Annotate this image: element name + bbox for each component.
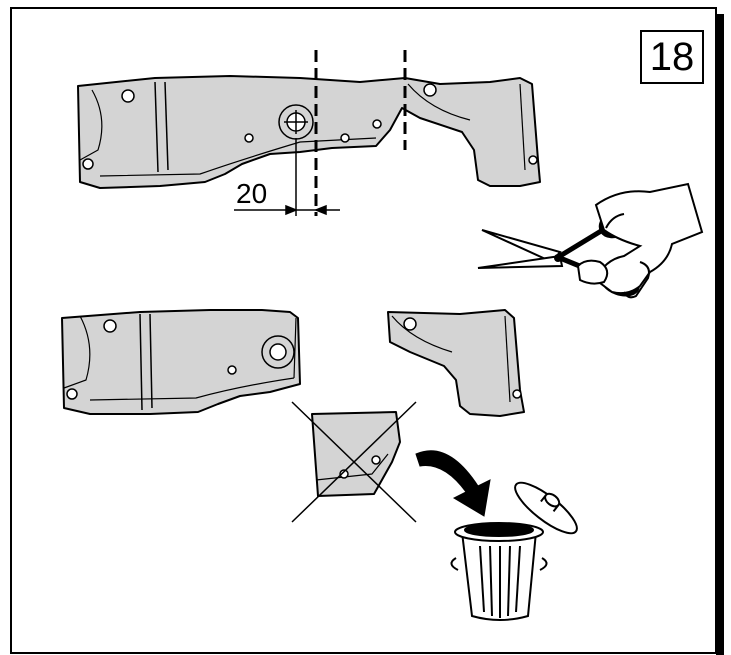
hole [103,319,117,333]
hole [372,119,382,129]
hole [66,388,78,400]
hand-icon [576,182,704,299]
hole [244,133,254,143]
hole [512,389,522,399]
boss-top [278,104,314,140]
cross-icon [291,401,417,523]
trash-lid [514,481,578,535]
part-right-holes [403,317,522,399]
part-left-holes [66,319,237,400]
part-full-holes [82,83,538,170]
boss-left-piece [261,335,295,369]
hole [82,158,94,170]
trash-can-icon [450,481,578,621]
part-right-piece [387,309,525,417]
arrow-icon [415,450,491,517]
hole [403,317,417,331]
part-left-piece [61,309,301,415]
frame-shadow [716,14,724,655]
part-discarded-holes [339,455,381,479]
hole [121,89,135,103]
hole [371,455,381,465]
hole [227,365,237,375]
hole [340,133,350,143]
hole [528,155,538,165]
step-number: 18 [640,30,704,84]
hole [423,83,437,97]
hole [339,469,349,479]
dimension-label: 20 [236,178,268,209]
dimension-lines [234,138,340,216]
